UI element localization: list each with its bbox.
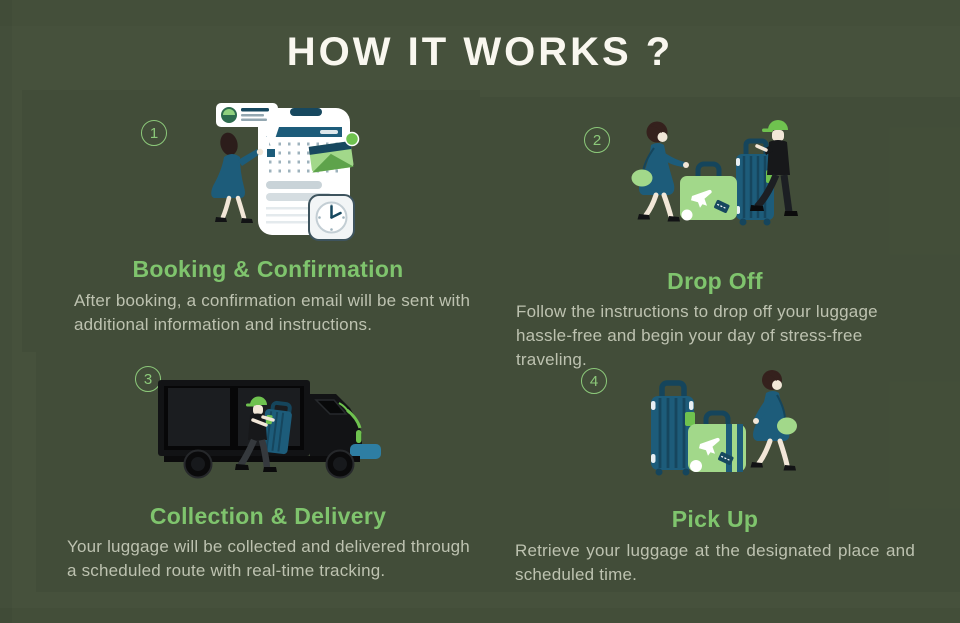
step-number-badge: 3 xyxy=(135,366,161,392)
step-description: Retrieve your luggage at the designated … xyxy=(515,541,915,584)
traveler-handoff-illustration-icon xyxy=(631,120,798,226)
pick-up-illustration xyxy=(646,368,804,497)
step-booking-confirmation: 1 xyxy=(62,100,474,350)
step-description: Follow the instructions to drop off your… xyxy=(516,302,878,369)
step-number-badge: 1 xyxy=(141,120,167,146)
step-collection-delivery: 3 xyxy=(62,358,474,598)
background-panel-left-edge xyxy=(0,0,12,623)
delivery-van-illustration-icon xyxy=(158,380,381,479)
page-title: HOW IT WORKS ? xyxy=(286,30,674,74)
collection-delivery-illustration xyxy=(154,378,382,485)
step-description: Your luggage will be collected and deliv… xyxy=(67,537,470,580)
step-title: Drop Off xyxy=(667,268,763,294)
step-drop-off: 2 xyxy=(508,106,922,369)
drop-off-illustration xyxy=(626,118,798,249)
step-pick-up: 4 xyxy=(508,360,922,600)
step-number-badge: 4 xyxy=(581,368,607,394)
step-title: Collection & Delivery xyxy=(149,503,387,529)
phone-calendar-illustration-icon xyxy=(211,103,360,241)
step-description: After booking, a confirmation email will… xyxy=(74,291,471,334)
background-panel-top-strip xyxy=(0,0,960,26)
step-number-badge: 2 xyxy=(584,127,610,153)
background-panel-bottom-strip xyxy=(0,608,960,623)
luggage-pickup-illustration-icon xyxy=(651,370,797,476)
booking-confirmation-illustration xyxy=(202,102,362,247)
step-title: Pick Up xyxy=(671,506,759,532)
step-title: Booking & Confirmation xyxy=(132,256,404,282)
